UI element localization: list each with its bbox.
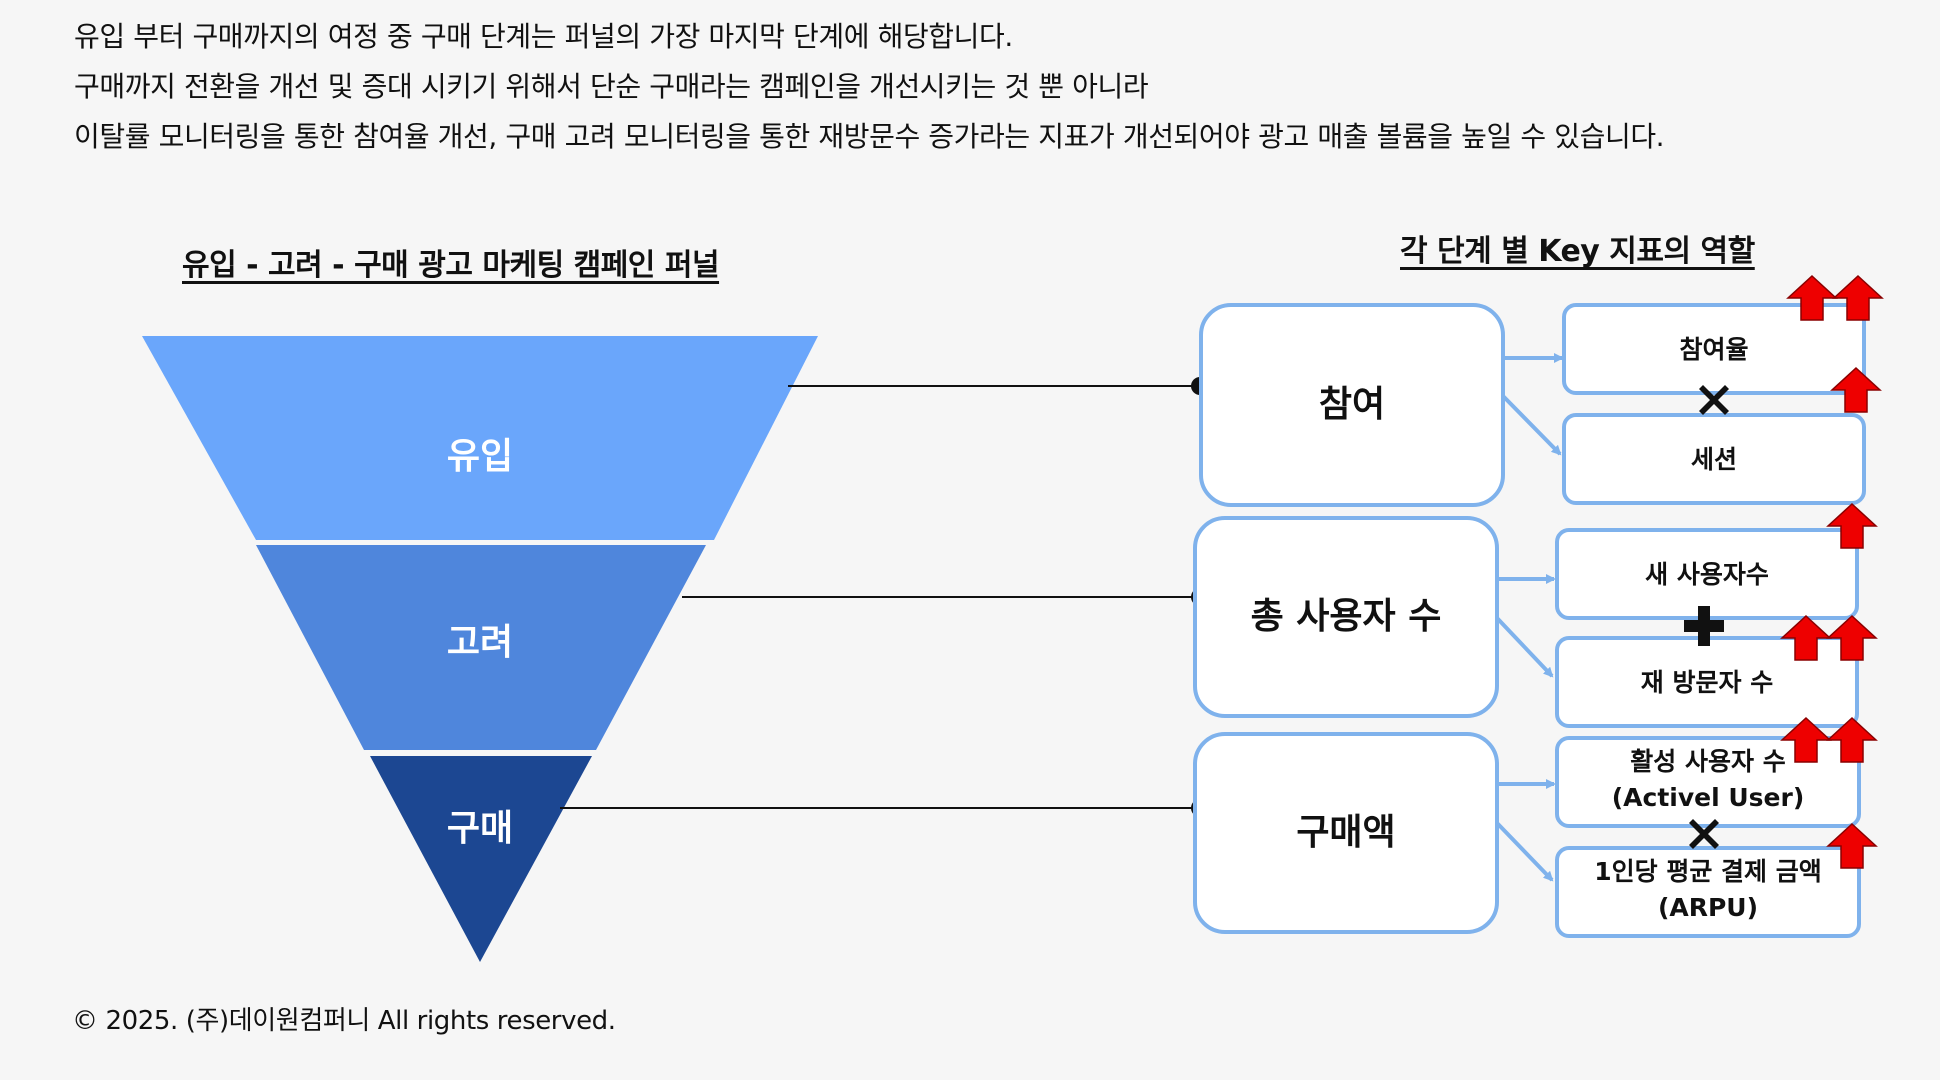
kpi-box-arpu (1555, 846, 1861, 938)
kpi-label-returning-users: 재 방문자 수 (1641, 668, 1773, 697)
intro-text: 유입 부터 구매까지의 여정 중 구매 단계는 퍼널의 가장 마지막 단계에 해… (74, 12, 1665, 162)
kpi-label-engagement-rate: 참여율 (1679, 335, 1748, 364)
metric-box-engagement (1199, 303, 1505, 507)
kpi-box-sessions (1562, 413, 1866, 505)
funnel-stage-label-3: 구매 (447, 808, 513, 849)
kpi-label-active-users-1: 활성 사용자 수 (1630, 747, 1785, 776)
funnel-stage-label-2: 고려 (447, 622, 513, 663)
kpi-title: 각 단계 별 Key 지표의 역할 (1400, 234, 1755, 269)
copyright-footer: © 2025. (주)데이원컴퍼니 All rights reserved. (72, 1006, 616, 1036)
kpi-label-arpu-2: (ARPU) (1658, 893, 1758, 922)
metric-label-revenue: 구매액 (1296, 812, 1395, 853)
kpi-label-arpu-1: 1인당 평균 결제 금액 (1594, 857, 1822, 886)
metric-label-total-users: 총 사용자 수 (1251, 596, 1442, 637)
funnel-stage-label-1: 유입 (447, 436, 513, 477)
funnel-stage-2 (256, 545, 706, 750)
funnel-stage-1 (142, 336, 818, 540)
kpi-label-active-users-2: (Activel User) (1612, 783, 1805, 812)
branch-arrow-3b (1495, 821, 1554, 882)
kpi-label-new-users: 새 사용자수 (1645, 560, 1769, 589)
branch-arrow-2b (1495, 616, 1554, 678)
metric-box-revenue (1193, 732, 1499, 934)
kpi-box-engagement-rate (1562, 303, 1866, 395)
funnel-stage-3 (370, 756, 592, 962)
metric-box-total-users (1193, 516, 1499, 718)
intro-line-1: 유입 부터 구매까지의 여정 중 구매 단계는 퍼널의 가장 마지막 단계에 해… (74, 20, 1013, 53)
intro-line-2: 구매까지 전환을 개선 및 증대 시키기 위해서 단순 구매라는 캠페인을 개선… (74, 70, 1149, 103)
intro-line-3: 이탈률 모니터링을 통한 참여율 개선, 구매 고려 모니터링을 통한 재방문수… (74, 120, 1665, 153)
kpi-label-sessions: 세션 (1691, 445, 1737, 474)
metric-label-engagement: 참여 (1319, 384, 1385, 425)
funnel-title: 유입 - 고려 - 구매 광고 마케팅 캠페인 퍼널 (182, 248, 720, 283)
branch-arrow-1b (1501, 394, 1562, 456)
